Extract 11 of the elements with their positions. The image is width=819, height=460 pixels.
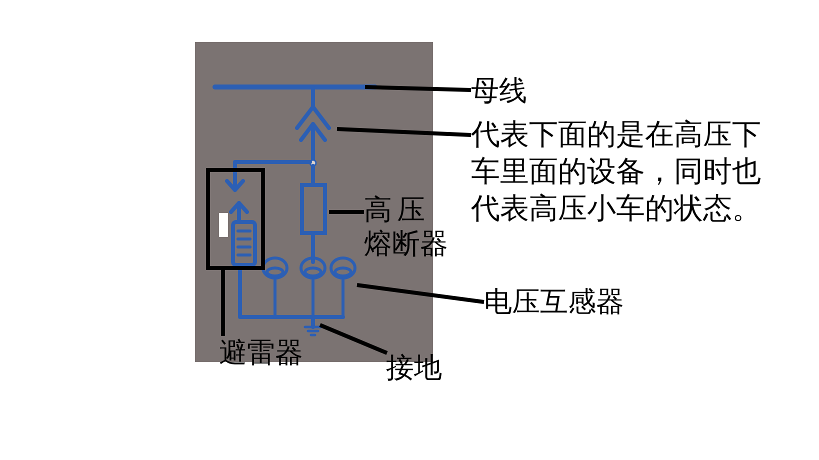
leader-line [356, 283, 484, 304]
leader-line [336, 127, 472, 137]
arrester-label: 避雷器 [219, 336, 303, 370]
transformer-label: 电压互感器 [484, 285, 624, 319]
leader-line [364, 85, 472, 92]
leader-line [319, 323, 388, 355]
arrester-frame [206, 168, 265, 270]
leader-line [221, 270, 225, 336]
leader-line [329, 210, 364, 214]
bus-label: 母线 [471, 74, 527, 108]
state-note: 代表下面的是在高压下车里面的设备，同时也代表高压小车的状态。 [471, 116, 783, 227]
